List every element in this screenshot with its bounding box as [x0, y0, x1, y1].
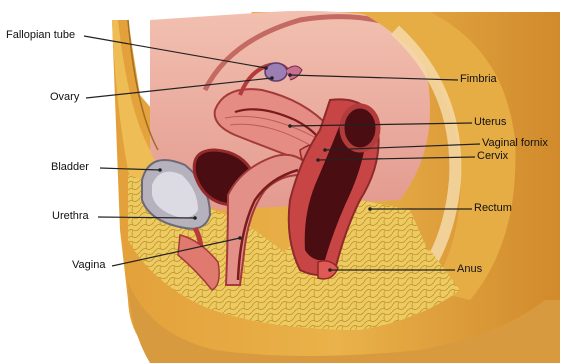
label-fallopian-tube: Fallopian tube: [6, 29, 75, 42]
colon-loop: [342, 106, 378, 150]
label-uterus: Uterus: [474, 116, 506, 129]
label-anus: Anus: [457, 263, 482, 276]
label-rectum: Rectum: [474, 202, 512, 215]
label-bladder: Bladder: [51, 161, 89, 174]
label-fimbria: Fimbria: [460, 73, 497, 86]
label-urethra: Urethra: [52, 210, 89, 223]
label-ovary: Ovary: [50, 91, 79, 104]
label-cervix: Cervix: [477, 150, 508, 163]
label-vagina: Vagina: [72, 259, 105, 272]
label-vaginal-fornix: Vaginal fornix: [482, 137, 548, 150]
